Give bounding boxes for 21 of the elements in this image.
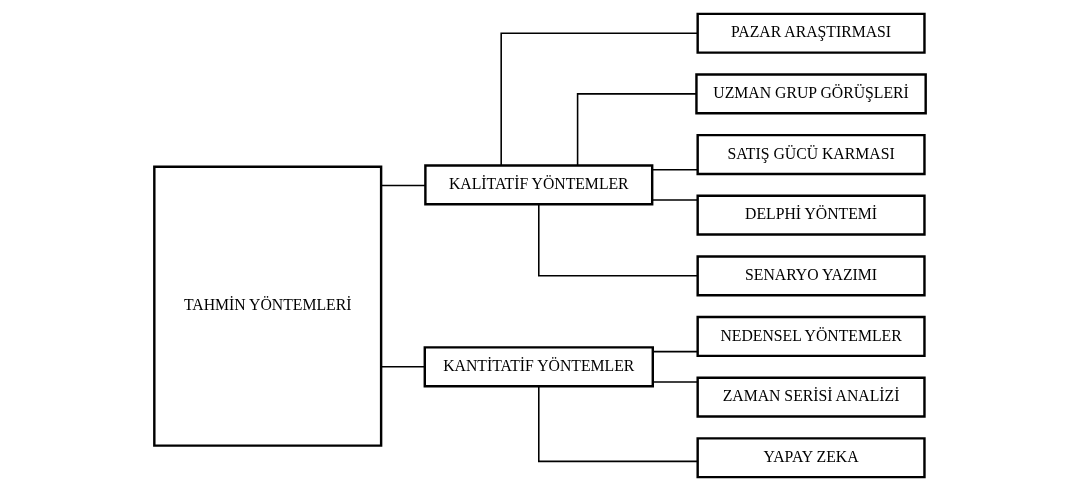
connector	[538, 203, 699, 277]
node-box: TAHMİN YÖNTEMLERİ	[153, 164, 383, 447]
node-box: SATIŞ GÜCÜ KARMASI	[696, 133, 926, 175]
node-box: UZMAN GRUP GÖRÜŞLERİ	[695, 72, 927, 114]
node-box: SENARYO YAZIMI	[696, 254, 926, 296]
node-box: YAPAY ZEKA	[696, 436, 926, 478]
node-box: NEDENSEL YÖNTEMLER	[696, 315, 926, 357]
connector	[500, 31, 699, 166]
connector	[380, 184, 427, 186]
connector	[380, 365, 426, 368]
node-box: DELPHİ YÖNTEMİ	[696, 194, 926, 236]
connector	[651, 168, 699, 170]
connector	[576, 92, 698, 166]
node-box: PAZAR ARAŞTIRMASI	[696, 12, 926, 54]
connector	[652, 350, 699, 352]
connector	[538, 385, 699, 462]
node-box: KALİTATİF YÖNTEMLER	[424, 163, 654, 205]
node-box: ZAMAN SERİSİ ANALİZİ	[696, 376, 926, 418]
node-box: KANTİTATİF YÖNTEMLER	[423, 345, 654, 387]
connector	[651, 198, 699, 201]
connector	[652, 380, 699, 383]
